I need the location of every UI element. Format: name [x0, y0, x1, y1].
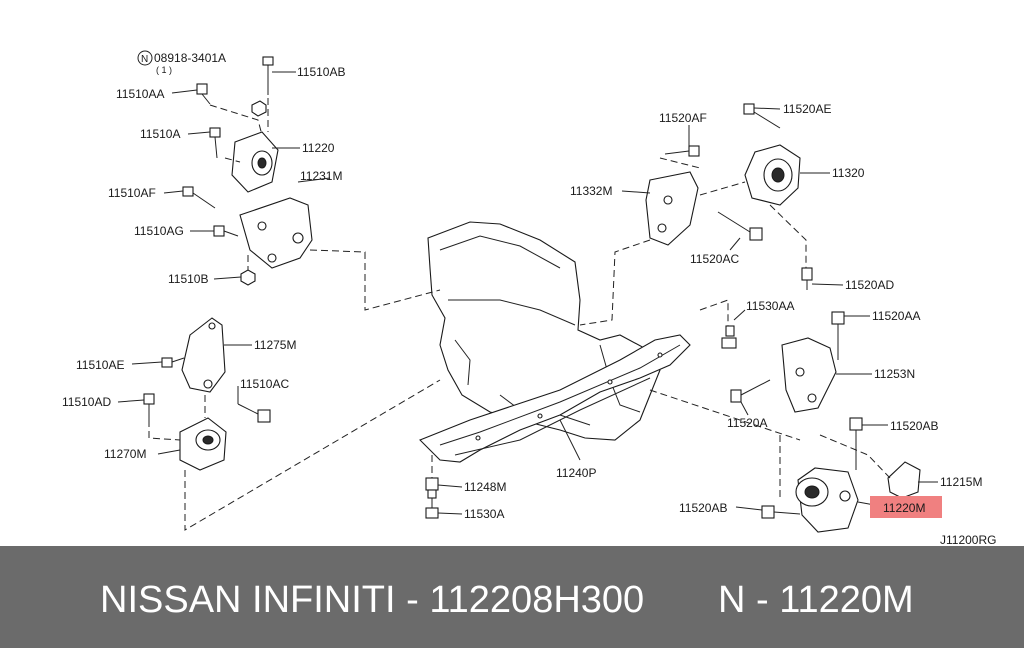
footer-diagram-ref: N - 11220M	[718, 579, 914, 621]
parts-diagram: N 08918-3401A ( 1 ) 11510AB 11510AA 1151…	[62, 50, 996, 546]
highlight-box	[870, 496, 942, 518]
footer-part-number: NISSAN INFINITI - 112208H300	[100, 579, 645, 621]
crossmember	[419, 334, 691, 463]
label-11520AB-bottom: 11520AB	[679, 501, 728, 515]
label-11510AG: 11510AG	[134, 224, 184, 238]
label-08918-qty: ( 1 )	[156, 65, 172, 75]
label-11231M: 11231M	[300, 169, 342, 183]
label-11248M: 11248M	[464, 480, 506, 494]
label-11520AD: 11520AD	[845, 278, 894, 292]
upper-right-mount-group	[579, 103, 813, 326]
lh-mount-group	[143, 317, 441, 531]
label-11520AB-top: 11520AB	[890, 419, 939, 433]
label-11220: 11220	[302, 141, 335, 155]
label-11510AA: 11510AA	[116, 87, 165, 101]
label-11220M: 11220M	[883, 501, 925, 515]
label-11215M: 11215M	[940, 475, 982, 489]
label-11240P: 11240P	[556, 466, 596, 480]
circle-n-symbol: N	[141, 54, 148, 65]
label-11510A: 11510A	[140, 127, 180, 141]
label-11520AC: 11520AC	[690, 252, 739, 266]
lower-right-mount-group	[649, 299, 921, 533]
label-11510AF: 11510AF	[108, 186, 156, 200]
label-08918-3401A: 08918-3401A	[154, 51, 226, 65]
label-11253N: 11253N	[874, 367, 915, 381]
label-11510AE: 11510AE	[76, 358, 125, 372]
center-bolts	[425, 455, 439, 519]
part-labels: N 08918-3401A ( 1 ) 11510AB 11510AA 1151…	[62, 50, 996, 546]
label-11530AA: 11530AA	[746, 299, 795, 313]
label-11520A: 11520A	[727, 416, 767, 430]
diagram-code: J11200RG	[940, 533, 996, 546]
label-11320: 11320	[832, 166, 865, 180]
label-11270M: 11270M	[104, 447, 146, 461]
label-11530A: 11530A	[464, 507, 504, 521]
label-11275M: 11275M	[254, 338, 296, 352]
label-11332M: 11332M	[570, 184, 612, 198]
label-11510AC: 11510AC	[240, 377, 289, 391]
label-11510AB: 11510AB	[297, 65, 346, 79]
rh-mount-group	[182, 56, 441, 311]
label-11510AD: 11510AD	[62, 395, 111, 409]
footer-banner: NISSAN INFINITI - 112208H300 N - 11220M	[0, 546, 1024, 648]
label-11520AA: 11520AA	[872, 309, 921, 323]
label-11510B: 11510B	[168, 272, 208, 286]
label-11520AF: 11520AF	[659, 111, 707, 125]
label-11520AE: 11520AE	[783, 102, 832, 116]
